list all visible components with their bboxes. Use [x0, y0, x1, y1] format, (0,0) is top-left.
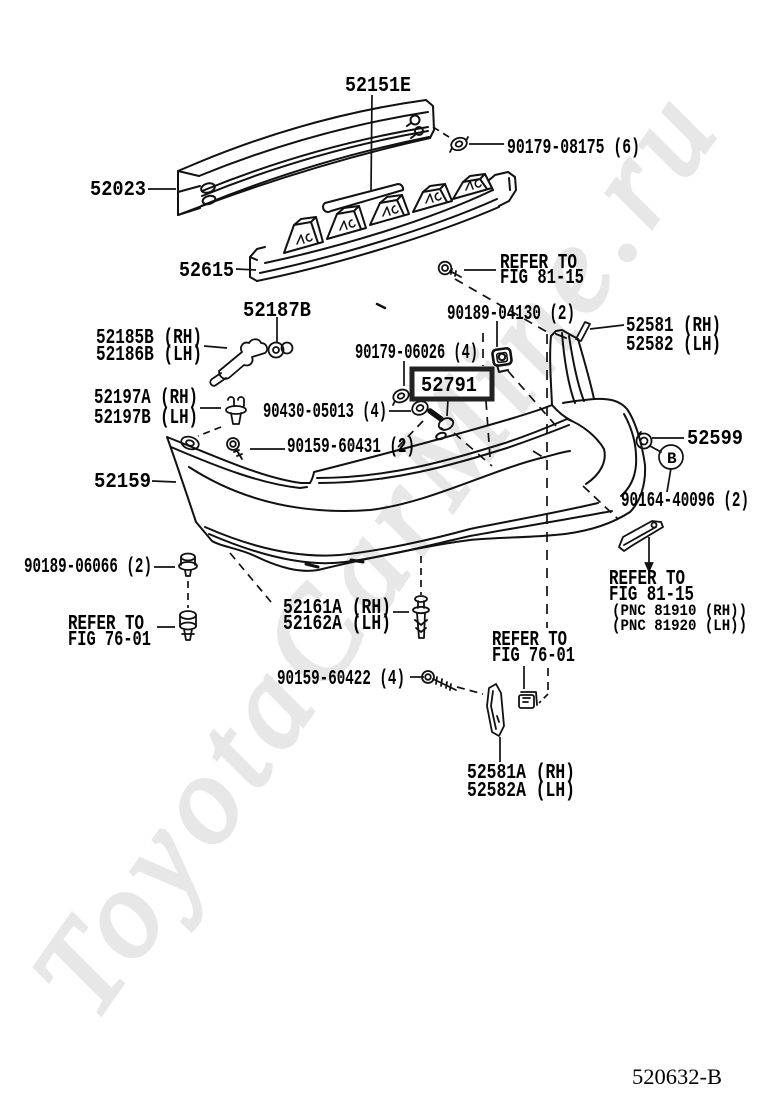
svg-text:52582 (LH): 52582 (LH) — [626, 334, 721, 357]
svg-text:FIG 81-15: FIG 81-15 — [500, 267, 584, 290]
svg-text:REFER TO: REFER TO — [68, 613, 144, 636]
svg-text:90179-06026 (4): 90179-06026 (4) — [355, 342, 478, 365]
svg-text:(PNC 81910 (RH)): (PNC 81910 (RH)) — [612, 602, 747, 620]
svg-text:52581 (RH): 52581 (RH) — [626, 315, 721, 338]
svg-text:REFER TO: REFER TO — [492, 629, 567, 652]
svg-text:52185B (RH): 52185B (RH) — [96, 327, 202, 350]
svg-text:52159: 52159 — [94, 471, 151, 494]
svg-text:REFER TO: REFER TO — [500, 252, 577, 275]
svg-text:REFER TO: REFER TO — [609, 568, 685, 591]
svg-text:90189-06066 (2): 90189-06066 (2) — [24, 556, 152, 579]
svg-text:FIG 76-01: FIG 76-01 — [68, 629, 151, 652]
svg-text:90179-08175 (6): 90179-08175 (6) — [507, 137, 640, 160]
svg-text:52615: 52615 — [179, 260, 234, 283]
svg-text:52023: 52023 — [90, 179, 146, 202]
svg-text:520632-B: 520632-B — [632, 1064, 722, 1089]
svg-text:90164-40096 (2): 90164-40096 (2) — [621, 490, 749, 513]
svg-text:52581A (RH): 52581A (RH) — [467, 762, 575, 785]
svg-text:B: B — [667, 450, 677, 468]
svg-text:90159-60431 (2): 90159-60431 (2) — [287, 436, 415, 459]
svg-text:FIG 81-15: FIG 81-15 — [609, 584, 694, 607]
svg-text:52599: 52599 — [687, 428, 743, 451]
svg-text:52582A (LH): 52582A (LH) — [467, 780, 575, 803]
svg-text:(PNC 81920 (LH)): (PNC 81920 (LH)) — [612, 617, 747, 635]
svg-text:90189-04130 (2): 90189-04130 (2) — [447, 303, 575, 326]
svg-text:90430-05013 (4): 90430-05013 (4) — [263, 401, 387, 424]
svg-text:52151E: 52151E — [345, 75, 411, 98]
svg-text:FIG 76-01: FIG 76-01 — [492, 645, 575, 668]
svg-text:52162A (LH): 52162A (LH) — [283, 613, 391, 636]
svg-text:52791: 52791 — [421, 375, 477, 398]
svg-text:52197B (LH): 52197B (LH) — [94, 407, 198, 430]
svg-text:52187B: 52187B — [243, 300, 311, 323]
svg-text:90159-60422 (4): 90159-60422 (4) — [277, 668, 405, 691]
svg-text:52197A (RH): 52197A (RH) — [94, 387, 198, 410]
svg-text:52161A (RH): 52161A (RH) — [283, 597, 391, 620]
svg-text:52186B (LH): 52186B (LH) — [96, 344, 202, 367]
